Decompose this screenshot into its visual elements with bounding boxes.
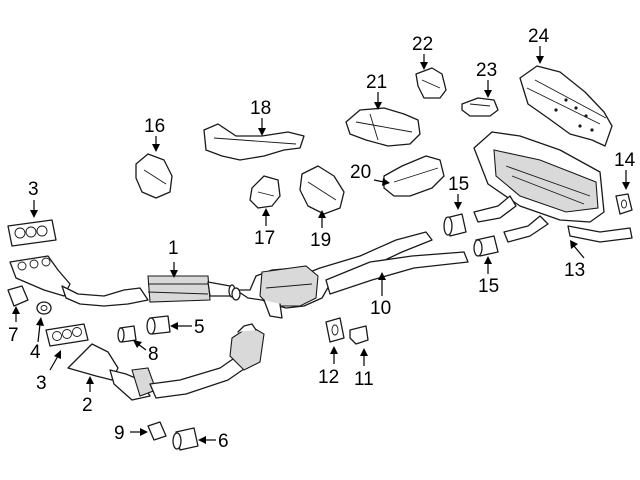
part-9-clamp — [147, 421, 167, 441]
callout-15-lower: 15 — [478, 276, 499, 297]
part-24-rear-heat-shield — [519, 65, 613, 147]
callout-14: 14 — [614, 150, 636, 171]
callout-3-lower: 3 — [36, 373, 47, 394]
part-12-hanger — [325, 317, 345, 343]
callout-22: 22 — [412, 34, 433, 55]
part-23-bracket — [461, 97, 499, 117]
callout-15-upper: 15 — [448, 174, 469, 195]
part-1-catalytic-converter — [9, 255, 236, 307]
callout-8: 8 — [148, 344, 159, 365]
callout-13: 13 — [564, 260, 585, 281]
part-7-flange — [7, 285, 29, 307]
part-8-sleeve — [117, 325, 137, 343]
part-3-lower-gasket — [45, 323, 89, 347]
callout-21: 21 — [366, 72, 387, 93]
callout-5: 5 — [194, 317, 205, 338]
callout-1: 1 — [168, 238, 179, 259]
part-3-upper-gasket — [7, 219, 57, 247]
part-21-heat-shield — [345, 107, 421, 147]
part-10-intermediate-pipe — [231, 231, 469, 319]
part-5-sleeve — [146, 315, 171, 335]
callout-20: 20 — [350, 162, 371, 183]
callout-17: 17 — [254, 228, 275, 249]
callout-19: 19 — [310, 230, 331, 251]
part-11-bracket — [349, 325, 369, 345]
callout-23: 23 — [476, 60, 497, 81]
callout-9: 9 — [114, 423, 125, 444]
callout-3-upper: 3 — [28, 179, 39, 200]
callout-18: 18 — [250, 98, 271, 119]
part-6-sleeve — [172, 427, 199, 451]
part-14-hanger — [615, 193, 633, 215]
callout-6: 6 — [218, 431, 229, 452]
callout-labels: 1 2 3 3 4 5 6 7 8 9 10 11 12 13 14 15 15… — [8, 26, 636, 452]
part-13-muffler — [473, 131, 633, 243]
callout-2: 2 — [82, 395, 93, 416]
part-15-lower-clamp — [473, 235, 499, 257]
callout-11: 11 — [354, 369, 374, 390]
part-20-heat-shield — [383, 155, 445, 197]
callout-16: 16 — [144, 116, 165, 137]
part-22-small-heat-shield — [415, 67, 447, 99]
part-16-front-heat-shield — [135, 153, 173, 199]
callout-10: 10 — [370, 298, 391, 319]
leader-lines — [12, 46, 630, 444]
part-18-long-heat-shield — [203, 123, 305, 161]
part-19-heat-shield — [299, 165, 345, 215]
callout-4: 4 — [30, 342, 41, 363]
callout-12: 12 — [318, 367, 339, 388]
part-4-gasket-ring — [36, 301, 52, 315]
callout-7: 7 — [8, 325, 19, 346]
part-17-bracket — [249, 175, 281, 209]
part-15-upper-clamp — [443, 213, 467, 237]
callout-24: 24 — [528, 26, 550, 47]
part-2-catalytic-converter — [67, 323, 265, 401]
